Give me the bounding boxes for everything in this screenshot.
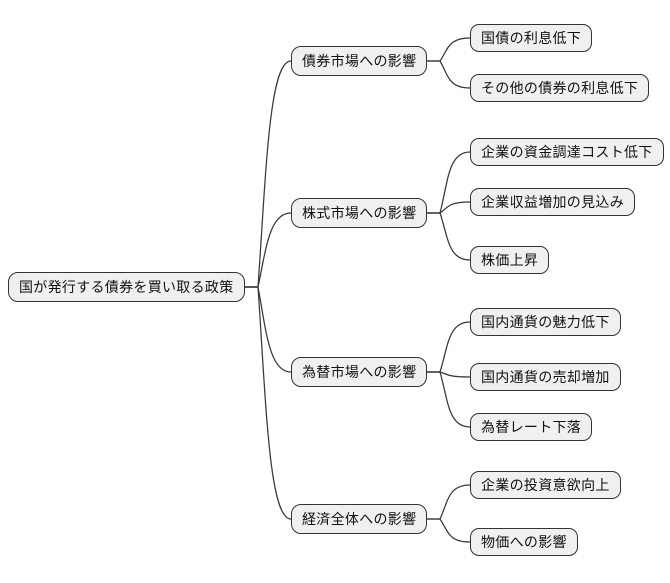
node-corporate-investment-appetite-rise: 企業の投資意欲向上 [470, 471, 621, 499]
node-domestic-currency-selling-increase: 国内通貨の売却増加 [470, 363, 621, 391]
node-price-level-impact: 物価への影響 [470, 528, 578, 556]
node-corporate-funding-cost-decline: 企業の資金調達コスト低下 [470, 138, 664, 166]
node-stock-market-impact: 株式市場への影響 [291, 198, 428, 228]
node-root-policy: 国が発行する債券を買い取る政策 [8, 272, 245, 302]
node-domestic-currency-appeal-decline: 国内通貨の魅力低下 [470, 308, 621, 336]
node-corporate-profit-increase-outlook: 企業収益増加の見込み [470, 188, 635, 216]
node-bond-market-impact: 債券市場への影響 [291, 46, 428, 76]
node-forex-market-impact: 為替市場への影響 [291, 357, 428, 387]
node-other-bonds-interest-decline: その他の債券の利息低下 [470, 74, 650, 102]
node-overall-economy-impact: 経済全体への影響 [291, 504, 428, 534]
node-exchange-rate-fall: 為替レート下落 [470, 413, 593, 441]
node-stock-price-rise: 株価上昇 [470, 246, 550, 274]
node-govt-bond-interest-decline: 国債の利息低下 [470, 24, 593, 52]
